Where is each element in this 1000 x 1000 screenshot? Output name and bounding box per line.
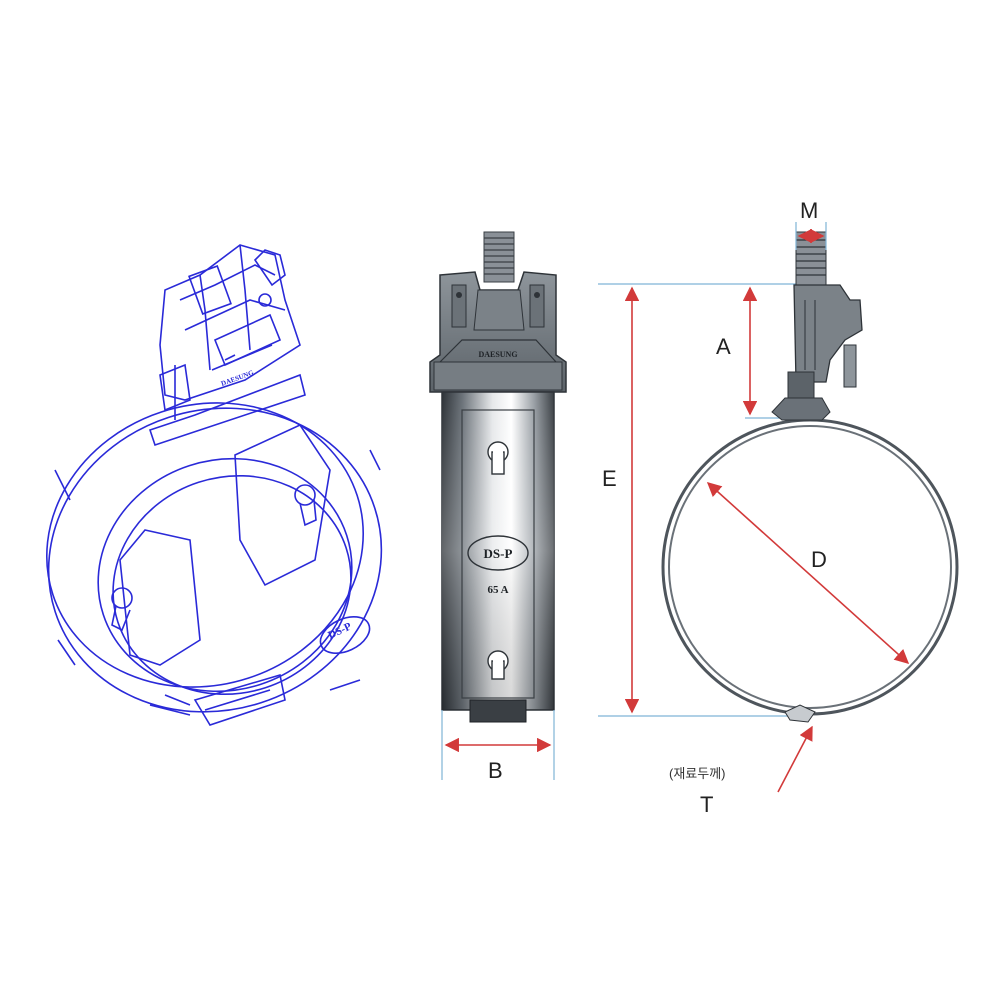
dim-B xyxy=(441,710,555,780)
iso-head-assembly xyxy=(148,244,306,447)
front-threaded-stud xyxy=(483,231,515,283)
iso-bottom-clip xyxy=(164,673,286,726)
front-view: DAESUNG DS-P 65 A xyxy=(429,231,567,723)
label-A: A xyxy=(716,334,731,359)
dim-T-leader xyxy=(777,725,813,793)
front-model-oval xyxy=(467,535,529,571)
iso-keyhole-1 xyxy=(111,587,133,632)
label-M: M xyxy=(800,198,819,223)
front-size-mark: 65 A xyxy=(487,584,508,596)
dim-D xyxy=(706,482,910,664)
iso-slot-right xyxy=(234,423,331,587)
front-keyhole-top xyxy=(487,441,509,475)
label-D: D xyxy=(811,547,827,572)
iso-ring-outer-front xyxy=(47,407,383,713)
side-bottom-joint xyxy=(784,704,816,723)
iso-ring-outer-back xyxy=(46,402,364,688)
front-bottom-bolt xyxy=(487,650,509,680)
iso-keyhole-2 xyxy=(294,484,317,527)
front-bottom-tab xyxy=(469,699,527,723)
side-ring-outer xyxy=(661,418,959,716)
iso-ring-inner xyxy=(97,457,353,693)
side-head-fitting xyxy=(771,231,863,421)
label-T: T xyxy=(700,792,714,817)
label-B: B xyxy=(488,758,503,783)
iso-slot-left xyxy=(119,529,201,666)
front-model-mark: DS-P xyxy=(484,546,513,561)
iso-model-oval xyxy=(319,616,371,654)
side-view xyxy=(598,231,959,723)
isometric-view xyxy=(46,244,383,726)
front-brand-mark: DAESUNG xyxy=(478,350,517,359)
label-E: E xyxy=(602,466,617,491)
label-T-note: (재료두께) xyxy=(669,766,726,781)
side-ring-inner xyxy=(668,425,952,709)
iso-brand-mark: DAESUNG xyxy=(220,368,255,387)
dim-M xyxy=(795,222,827,250)
